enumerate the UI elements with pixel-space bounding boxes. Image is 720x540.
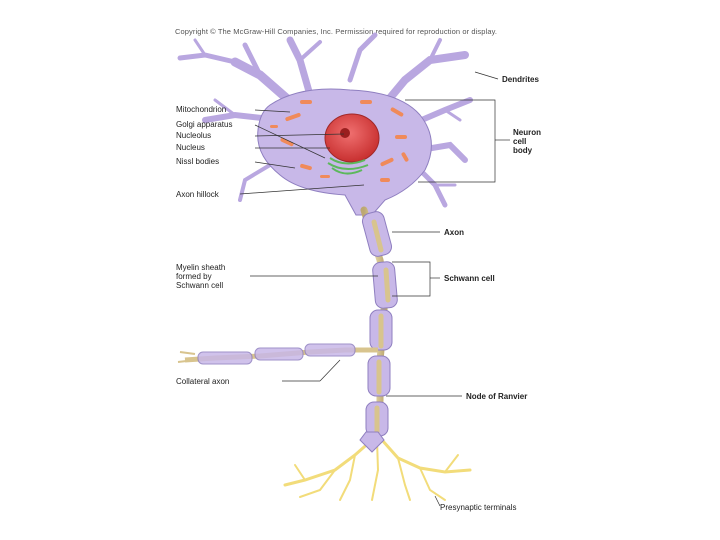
label-axon: Axon [444,228,464,237]
label-dendrites: Dendrites [502,75,539,84]
label-nissl: Nissl bodies [176,157,219,166]
label-nucleolus: Nucleolus [176,131,211,140]
label-mitochondrion: Mitochondrion [176,105,226,114]
label-collateral-axon: Collateral axon [176,377,229,386]
label-presynaptic: Presynaptic terminals [440,503,516,512]
label-golgi: Golgi apparatus [176,120,232,129]
nucleus [325,114,379,162]
label-myelin-2: formed by [176,272,212,281]
label-cell-body-1: Neuron [513,128,541,137]
nucleolus [340,128,350,138]
label-cell-body-2: cell [513,137,526,146]
label-nucleus: Nucleus [176,143,205,152]
label-axon-hillock: Axon hillock [176,190,219,199]
label-cell-body-3: body [513,146,532,155]
label-myelin-3: Schwann cell [176,281,223,290]
label-schwann: Schwann cell [444,274,495,283]
label-myelin-1: Myelin sheath [176,263,225,272]
label-node-ranvier: Node of Ranvier [466,392,527,401]
collateral-axon [178,344,378,364]
presynaptic-terminals [285,440,470,500]
